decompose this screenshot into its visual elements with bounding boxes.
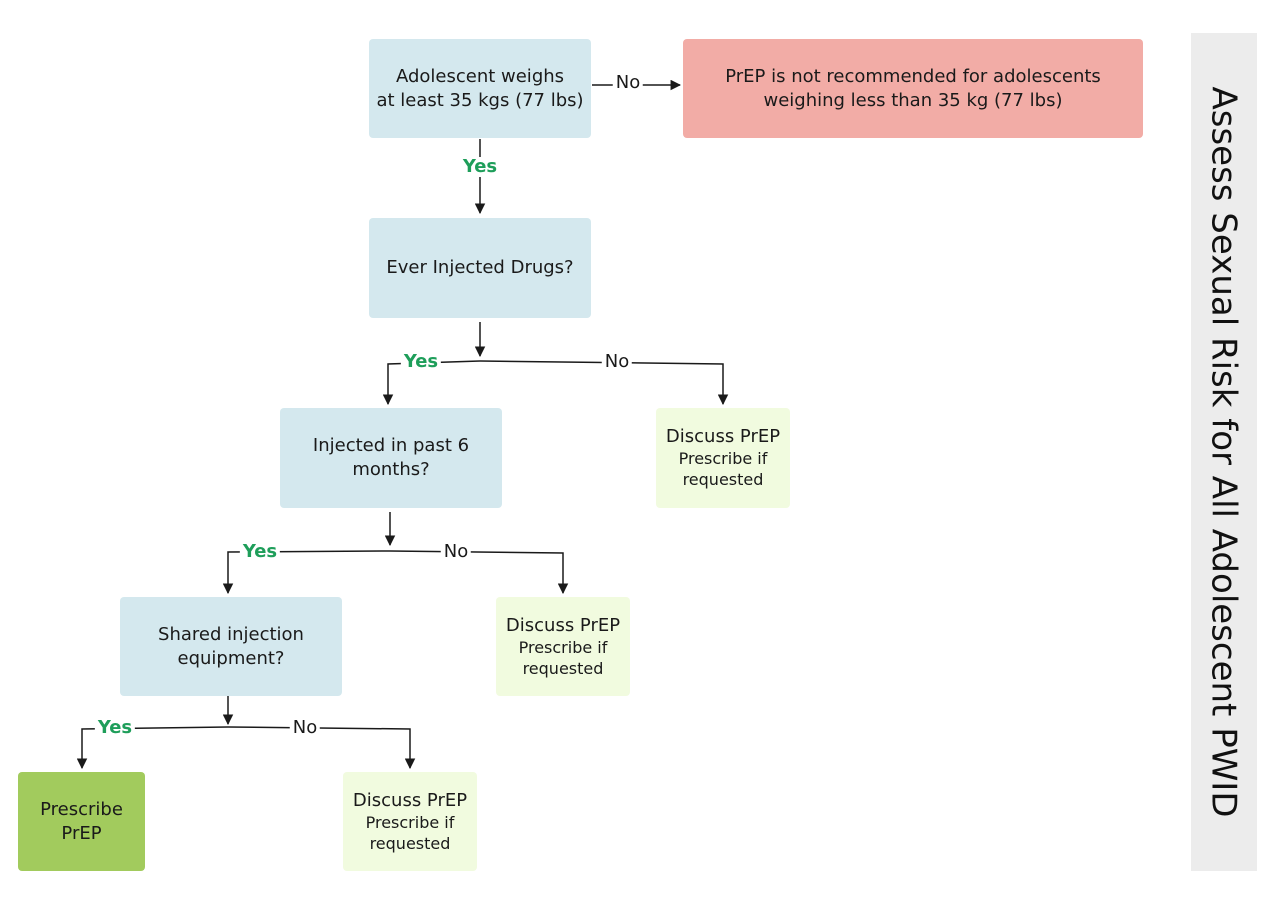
edge-label-shared-no: No [289,718,321,738]
edge-shared-no-connector [227,726,416,770]
node-discuss-prep-3: Discuss PrEP Prescribe if requested [343,772,477,871]
node-prescribe-prep-line1: Prescribe [40,798,123,820]
node-prescribe-prep: Prescribe PrEP [18,772,145,871]
edge-label-injected-no: No [601,352,633,372]
edge-injected-no-connector [479,360,729,406]
edge-shared-yes-connector [76,726,229,770]
node-discuss-prep-1-line3: requested [682,470,764,489]
node-discuss-prep-2-line1: Discuss PrEP [505,614,621,636]
node-discuss-prep-1-line2: Prescribe if [678,449,768,468]
node-discuss-prep-1: Discuss PrEP Prescribe if requested [656,408,790,508]
node-discuss-prep-2-line2: Prescribe if [518,637,608,657]
node-shared-equipment-line1: Shared injection [158,623,304,645]
node-not-recommended: PrEP is not recommended for adolescents … [683,39,1143,138]
edge-past6-no-connector [389,550,569,595]
node-adolescent-weight-line2: at least 35 kgs (77 lbs) [376,89,584,111]
node-discuss-prep-3-line3: requested [369,833,451,853]
side-title: Assess Sexual Risk for All Adolescent PW… [1204,86,1244,818]
node-injected-past-6-months-line1: Injected in past 6 [312,435,470,456]
node-injected-past-6-months-line2: months? [352,459,430,480]
node-discuss-prep-3-line1: Discuss PrEP [352,789,468,811]
node-ever-injected: Ever Injected Drugs? [369,218,591,318]
node-adolescent-weight: Adolescent weighs at least 35 kgs (77 lb… [369,39,591,138]
edge-label-weight-yes: Yes [459,157,501,177]
node-not-recommended-line1: PrEP is not recommended for adolescents [725,65,1101,87]
node-discuss-prep-3-line2: Prescribe if [365,812,455,832]
node-ever-injected-line1: Ever Injected Drugs? [386,257,574,278]
node-adolescent-weight-line1: Adolescent weighs [395,65,565,87]
edge-injected-yes-connector [382,360,481,406]
edge-label-past6-no: No [440,542,472,562]
node-prescribe-prep-line2: PrEP [61,822,102,844]
side-title-panel: Assess Sexual Risk for All Adolescent PW… [1191,33,1257,871]
node-shared-equipment-line2: equipment? [177,647,285,669]
edge-label-injected-yes: Yes [400,352,442,372]
node-injected-past-6-months: Injected in past 6 months? [280,408,502,508]
node-discuss-prep-2-line3: requested [522,658,604,678]
node-shared-equipment: Shared injection equipment? [120,597,342,696]
edge-label-weight-no: No [612,73,644,93]
edge-past6-yes-connector [222,550,391,595]
node-not-recommended-line2: weighing less than 35 kg (77 lbs) [763,89,1063,111]
node-discuss-prep-2: Discuss PrEP Prescribe if requested [496,597,630,696]
edge-label-past6-yes: Yes [239,542,281,562]
edge-label-shared-yes: Yes [94,718,136,738]
node-discuss-prep-1-line1: Discuss PrEP [665,426,781,447]
